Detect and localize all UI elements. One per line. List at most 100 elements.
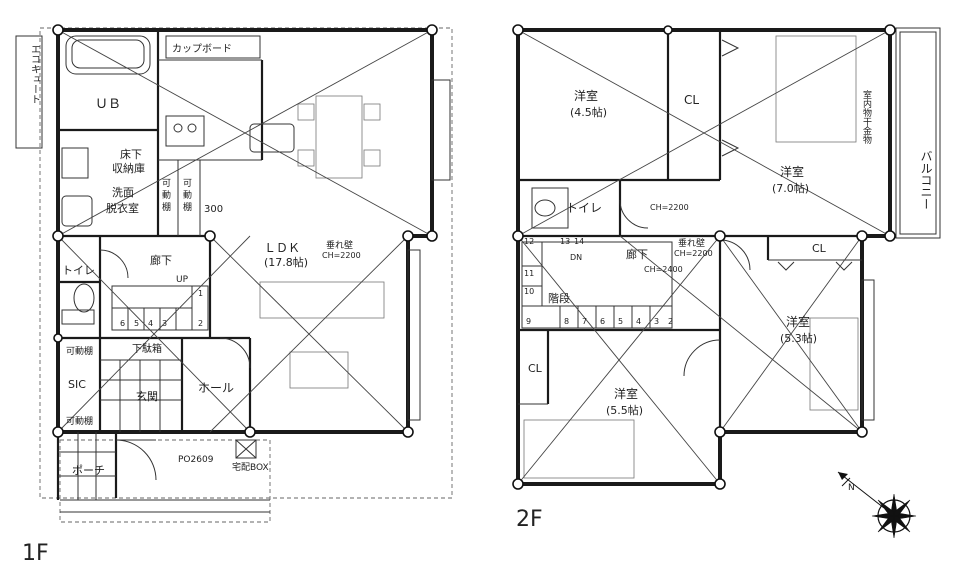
room-label-cupboard: カップボード <box>172 43 232 55</box>
stair-number: 12 <box>524 237 534 246</box>
stair-number: 9 <box>526 317 531 326</box>
dimension-300: 300 <box>204 204 223 215</box>
stair-number: 3 <box>654 317 659 326</box>
room-label-ub: ＵＢ <box>95 97 121 112</box>
floor-label-2f: 2F <box>516 507 543 532</box>
shelf1-line1: 可 <box>162 178 171 189</box>
stair-number: 10 <box>524 287 534 296</box>
label-indoor-drying: 室内物干金物 <box>861 89 872 145</box>
room-label-west1-size: (4.5帖) <box>570 106 607 119</box>
bathtub <box>65 35 151 75</box>
label-post-code: PO2609 <box>178 455 214 465</box>
room-label-storage-2: 収納庫 <box>112 161 145 175</box>
shelf2-line2: 動 <box>183 190 192 201</box>
sofa <box>259 281 385 319</box>
stair-number: 14 <box>574 237 584 246</box>
room-label-west1: 洋室 <box>574 88 598 103</box>
toilet-2f <box>531 187 569 229</box>
stair-number: 13 <box>560 237 570 246</box>
stair-number: 5 <box>618 317 623 326</box>
stair-number: 6 <box>120 319 125 328</box>
tv-board <box>289 351 349 389</box>
stair-number: 6 <box>600 317 605 326</box>
room-label-washroom-2: 脱衣室 <box>106 201 139 215</box>
second-floor-plan: 洋室 (4.5帖) CL 洋室 (7.0帖) 室内物干金物 バルコニー トイレ … <box>512 24 941 532</box>
kitchen-sink <box>249 123 295 153</box>
room-label-west3: 洋室 <box>786 314 810 329</box>
room-label-entrance: 玄関 <box>136 389 158 403</box>
second-floor-posts <box>512 24 896 490</box>
delivery-box <box>235 439 257 459</box>
first-floor-plan: ＵＢ カップボード 床下 収納庫 洗面 脱衣室 可 動 棚 可 動 棚 300 … <box>15 24 453 566</box>
closet-label-right: CL <box>812 242 827 255</box>
hanging-wall-label-2f: 垂れ壁 <box>678 237 705 249</box>
closet-label-left: CL <box>528 362 543 375</box>
room-label-west4-size: (5.5帖) <box>606 404 643 417</box>
label-stairs: 階段 <box>548 291 570 305</box>
room-label-balcony: バルコニー <box>919 150 933 210</box>
label-movable-shelf-bottom: 可動棚 <box>66 415 93 427</box>
room-label-hallway-1f: 廊下 <box>150 253 172 267</box>
hanging-wall-label-1f: 垂れ壁 <box>326 239 353 251</box>
room-label-west2-size: (7.0帖) <box>772 182 809 195</box>
label-sic: SIC <box>68 378 86 391</box>
floor-label-1f: 1F <box>22 541 49 566</box>
shelf2-line1: 可 <box>183 178 192 189</box>
north-arrow-icon <box>837 471 885 509</box>
compass-north-label: N <box>848 483 855 493</box>
hanging-wall-ch-1f: CH=2200 <box>322 251 361 260</box>
stair-number: 7 <box>582 317 587 326</box>
label-ecocute: エコキュート <box>29 44 41 104</box>
room-label-hall: ホール <box>198 381 234 395</box>
stair-number: 2 <box>198 319 203 328</box>
stair-up-label: UP <box>176 275 189 285</box>
balcony <box>895 27 941 239</box>
dining-table <box>315 95 363 179</box>
room-label-ldk: ＬＤＫ <box>264 241 300 255</box>
toilet-bowl <box>73 283 95 313</box>
room-label-storage-1: 床下 <box>120 147 142 161</box>
porch-steps-outline <box>59 439 271 523</box>
stair-number: 2 <box>668 317 673 326</box>
label-movable-shelf-top: 可動棚 <box>66 345 93 357</box>
shelf1-line3: 棚 <box>162 201 171 213</box>
closet-label-top: CL <box>684 93 699 107</box>
first-floor-posts <box>52 24 438 438</box>
shelf1-line2: 動 <box>162 190 171 201</box>
label-hallway-ch: CH=2400 <box>644 265 683 274</box>
bed-west3 <box>809 317 859 411</box>
stair-number: 11 <box>524 269 534 278</box>
second-floor-stairs <box>521 241 673 329</box>
label-shoe-box: 下駄箱 <box>132 342 162 355</box>
cupboard <box>165 35 261 59</box>
stair-number: 5 <box>134 319 139 328</box>
room-label-ldk-size: (17.8帖) <box>264 256 308 269</box>
room-label-toilet-2f: トイレ <box>566 201 602 215</box>
hanging-wall-ch-2f: CH=2200 <box>674 249 713 258</box>
stove <box>165 115 205 147</box>
room-label-toilet-1f: トイレ <box>62 264 95 277</box>
bed-west4 <box>523 419 635 479</box>
washing-machine <box>61 195 93 227</box>
entrance-tile-grid <box>58 360 182 500</box>
room-label-west3-size: (5.3帖) <box>780 332 817 345</box>
room-label-west4: 洋室 <box>614 386 638 401</box>
compass-rose: N <box>837 471 917 539</box>
room-label-west2: 洋室 <box>780 164 804 179</box>
stair-number: 8 <box>564 317 569 326</box>
label-ch-2200: CH=2200 <box>650 203 689 212</box>
room-label-washroom-1: 洗面 <box>112 186 134 199</box>
room-label-porch: ポーチ <box>72 464 105 477</box>
washbasin <box>61 147 89 179</box>
stair-number: 1 <box>198 289 203 298</box>
stair-number: 4 <box>148 319 153 328</box>
bed-west2 <box>775 35 857 143</box>
ecocute-unit <box>15 35 43 149</box>
shelf2-line3: 棚 <box>183 201 192 213</box>
label-delivery-box: 宅配BOX <box>232 461 269 473</box>
first-floor-outer-wall <box>56 28 434 434</box>
room-label-hallway-2f: 廊下 <box>626 247 648 261</box>
stair-number: 4 <box>636 317 641 326</box>
stair-down-label: DN <box>570 253 582 262</box>
